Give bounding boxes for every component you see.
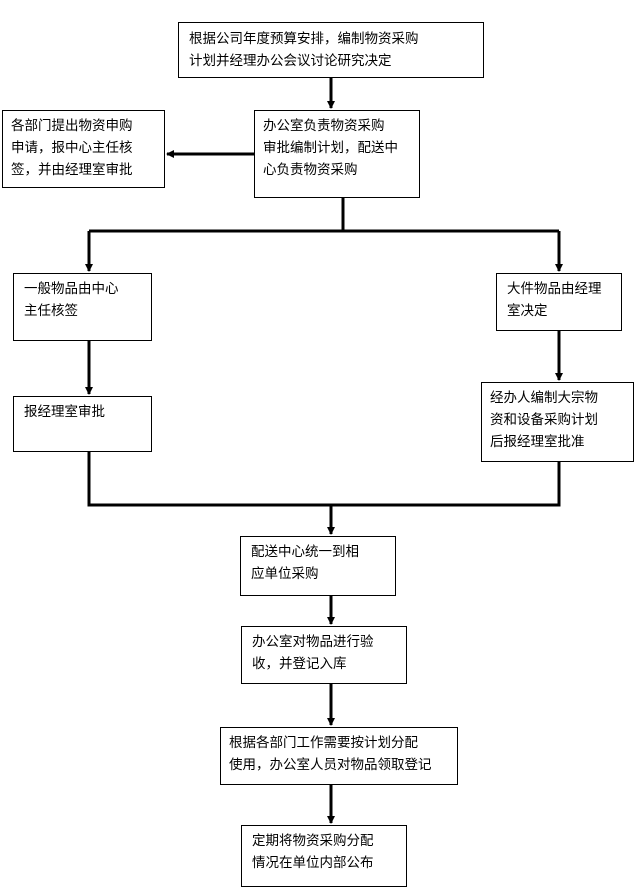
step-publish-text: 定期将物资采购分配 情况在单位内部公布 — [252, 833, 374, 871]
step-large-items-text: 大件物品由经理 室决定 — [507, 281, 602, 319]
step-manager-review: 报经理室审批 — [13, 396, 152, 452]
step-department-request: 各部门提出物资申购 申请，报中心主任核 签，并由经理室审批 — [2, 110, 165, 188]
step-bulk-plan: 经办人编制大宗物 资和设备采购计划 后报经理室批准 — [481, 382, 634, 462]
step-office-approval-text: 办公室负责物资采购 审批编制计划，配送中 心负责物资采购 — [263, 118, 398, 178]
step-distribution: 根据各部门工作需要按计划分配 使用，办公室人员对物品领取登记 — [220, 727, 458, 785]
step-inspection: 办公室对物品进行验 收，并登记入库 — [241, 626, 407, 684]
step-unified-purchase: 配送中心统一到相 应单位采购 — [240, 536, 396, 596]
connector-merge-left — [87, 452, 331, 507]
step-department-request-text: 各部门提出物资申购 申请，报中心主任核 签，并由经理室审批 — [11, 118, 133, 178]
step-general-items: 一般物品由中心 主任核签 — [13, 273, 152, 341]
connector-merge-right — [331, 462, 561, 507]
step-budget-plan: 根据公司年度预算安排，编制物资采购 计划并经理办公会议讨论研究决定 — [178, 22, 484, 78]
step-budget-plan-text: 根据公司年度预算安排，编制物资采购 计划并经理办公会议讨论研究决定 — [189, 31, 419, 69]
step-office-approval: 办公室负责物资采购 审批编制计划，配送中 心负责物资采购 — [254, 110, 420, 198]
step-bulk-plan-text: 经办人编制大宗物 资和设备采购计划 后报经理室批准 — [490, 390, 598, 450]
step-general-items-text: 一般物品由中心 主任核签 — [24, 281, 119, 319]
step-large-items: 大件物品由经理 室决定 — [496, 273, 622, 331]
step-unified-purchase-text: 配送中心统一到相 应单位采购 — [251, 544, 359, 582]
step-distribution-text: 根据各部门工作需要按计划分配 使用，办公室人员对物品领取登记 — [229, 735, 432, 773]
step-inspection-text: 办公室对物品进行验 收，并登记入库 — [252, 634, 374, 672]
step-manager-review-text: 报经理室审批 — [24, 404, 105, 420]
step-publish: 定期将物资采购分配 情况在单位内部公布 — [241, 825, 407, 887]
